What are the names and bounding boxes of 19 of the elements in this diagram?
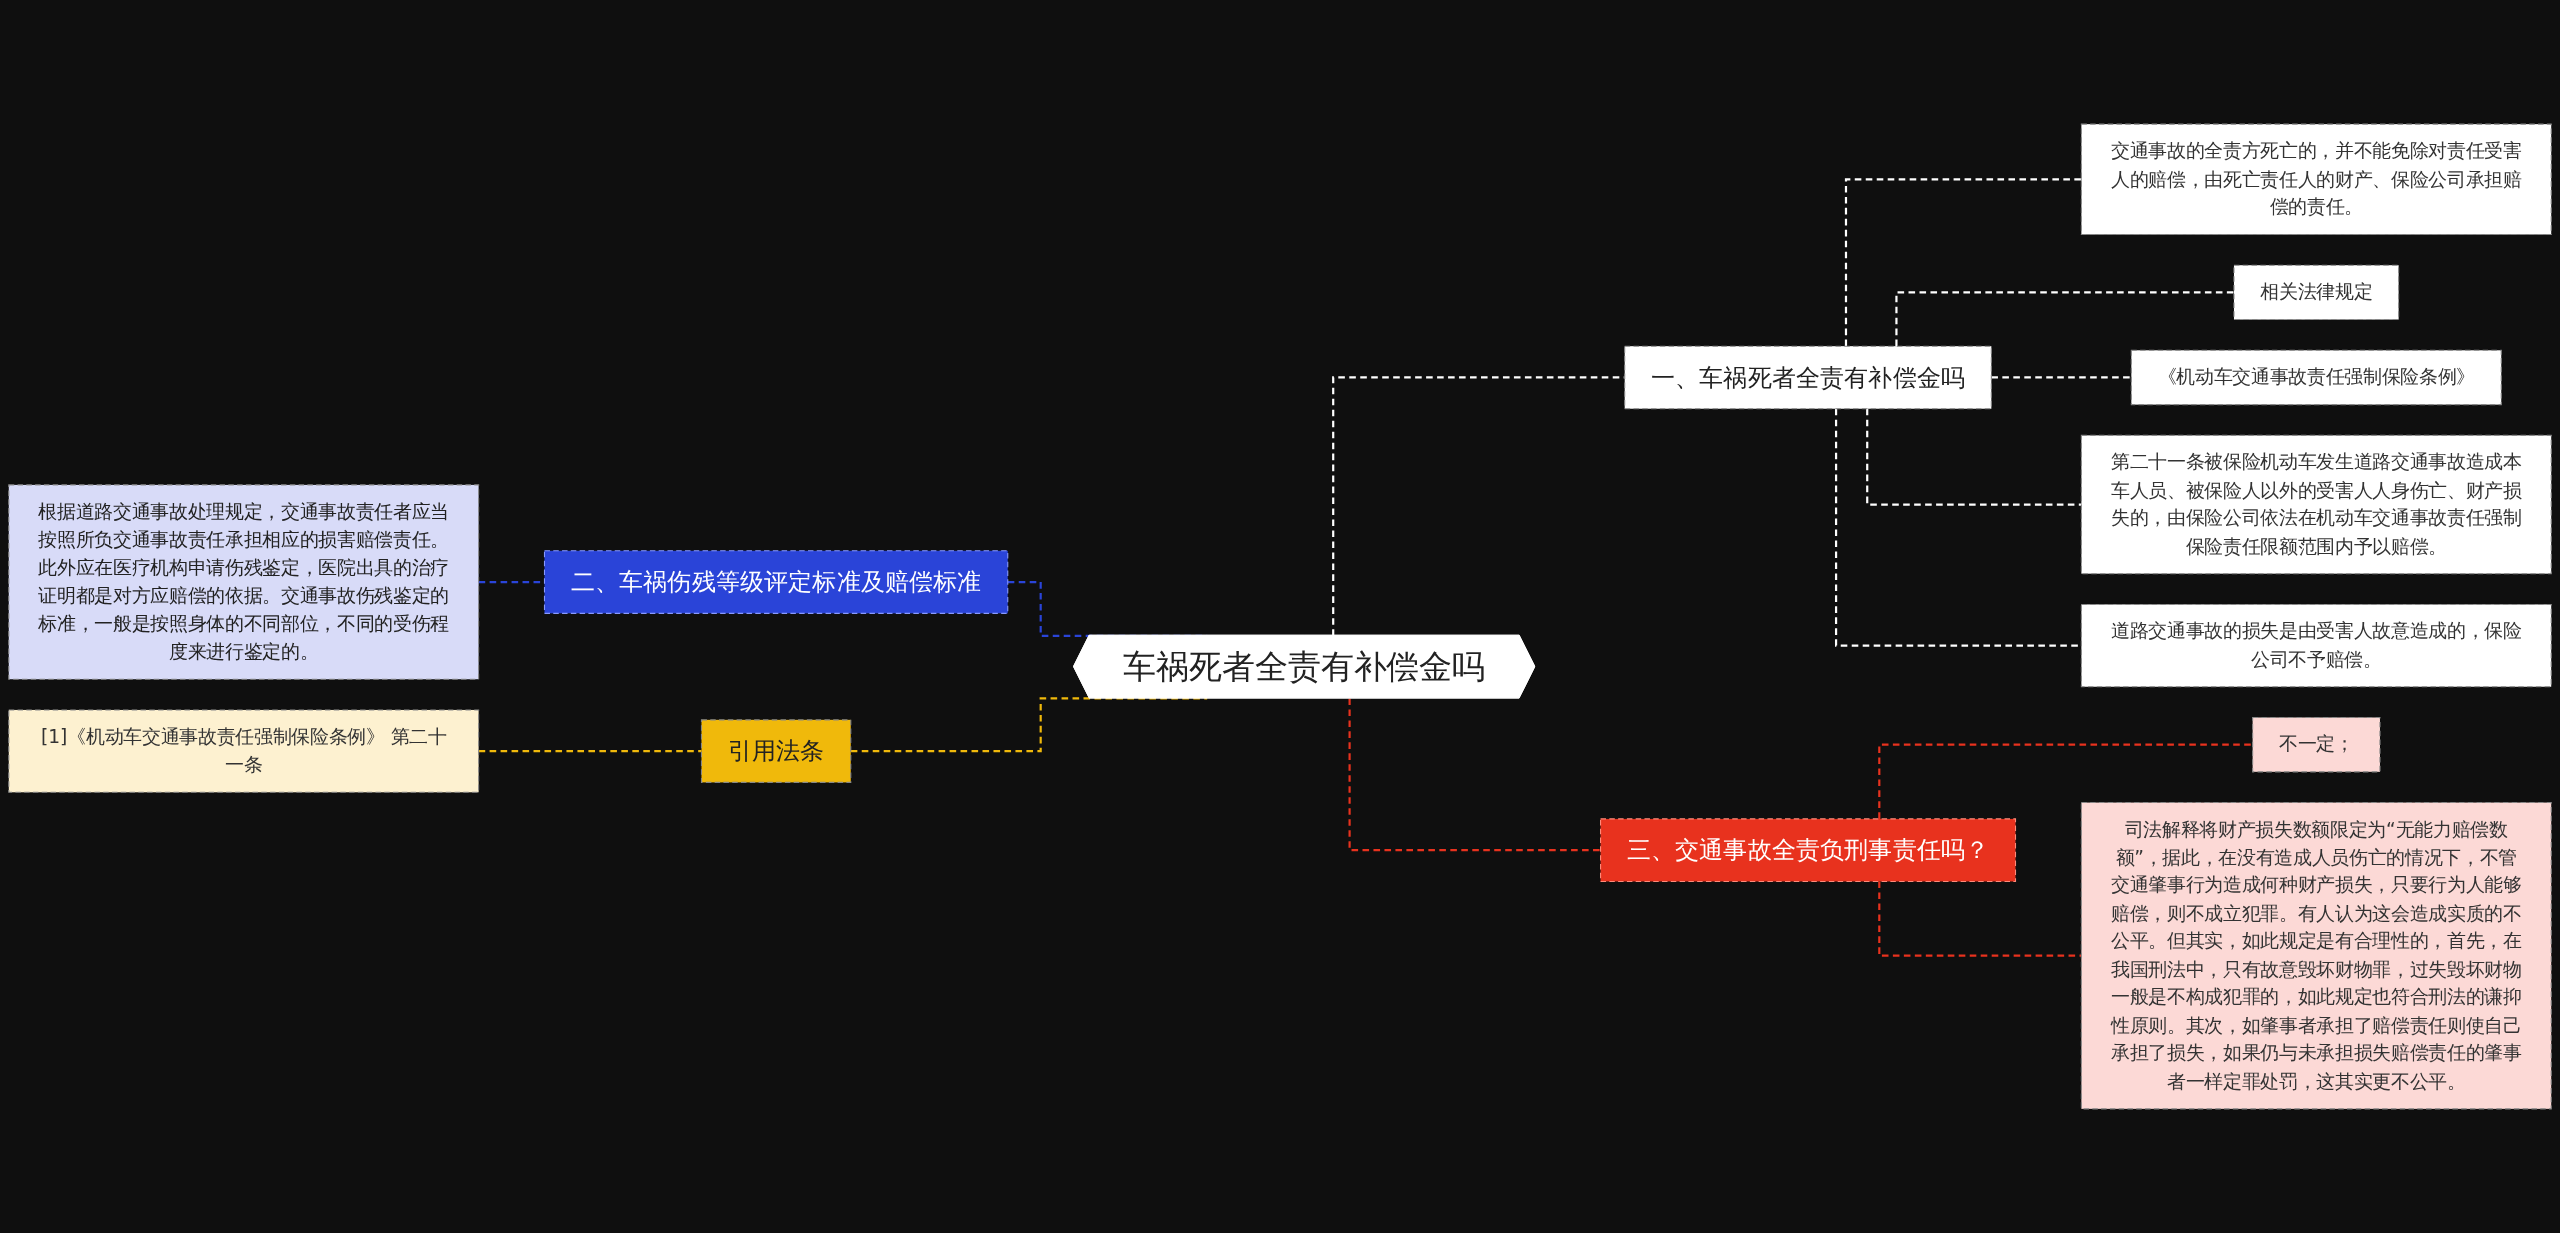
node-box: 交通事故的全责方死亡的，并不能免除对责任受害人的赔偿，由死亡责任人的财产、保险公司承担赔偿的责任。	[2080, 123, 2552, 236]
node-box: 相关法律规定	[2233, 264, 2400, 321]
node-box: [1]《机动车交通事故责任强制保险条例》 第二十一条	[8, 709, 480, 793]
node-box: 《机动车交通事故责任强制保险条例》	[2130, 349, 2502, 406]
connector	[1835, 408, 2082, 647]
node-box: 司法解释将财产损失数额限定为“无能力赔偿数额”，据此，在没有造成人员伤亡的情况下，不管交通肇事行为造成何种财产损失，只要行为人能够赔偿，则不成立犯罪。有人认为这会造成实质的不公平。但其实，如此规定是有合理性的，首先，在我国刑法中，只有故意毁坏财物罪，过失毁坏财物一般是不构成犯罪的，如此规定也符合刑法的谦抑性原则。其次，如肇事者承担了赔偿责任则使自己承担了损失，如果仍与未承担损失赔偿责任的肇事者一样定罪处罚，这其实更不公平。	[2080, 802, 2552, 1110]
node-box: 三、交通事故全责负刑事责任吗？	[1600, 818, 2017, 882]
node-box: 二、车祸伤残等级评定标准及赔偿标准	[543, 550, 1009, 614]
connector	[1844, 178, 2082, 347]
connector	[1895, 291, 2234, 347]
node-box: 引用法条	[700, 719, 852, 783]
connector	[1866, 408, 2082, 506]
connector	[1878, 743, 2253, 819]
node-box: 不一定；	[2252, 716, 2381, 773]
node-box: 第二十一条被保险机动车发生道路交通事故造成本车人员、被保险人以外的受害人人身伤亡、财产损失的，由保险公司依法在机动车交通事故责任强制保险责任限额范围内予以赔偿。	[2080, 434, 2552, 575]
node-box: 一、车祸死者全责有补偿金吗	[1624, 345, 1992, 410]
node-box: 根据道路交通事故处理规定，交通事故责任者应当按照所负交通事故责任承担相应的损害赔偿责任。此外应在医疗机构申请伤残鉴定，医院出具的治疗证明都是对方应赔偿的依据。交通事故伤残鉴定的标准，一般是按照身体的不同部位，不同的受伤程度来进行鉴定的。	[8, 484, 480, 680]
node-box: 道路交通事故的损失是由受害人故意造成的，保险公司不予赔偿。	[2080, 603, 2552, 688]
connector	[1348, 698, 1601, 852]
